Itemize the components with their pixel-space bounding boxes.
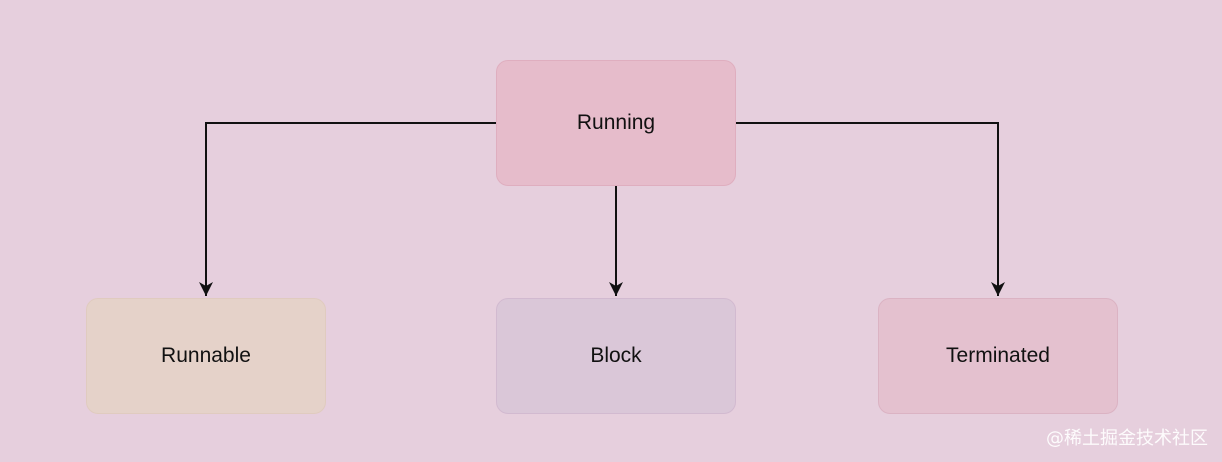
edge-running-to-terminated (736, 122, 999, 296)
watermark: @稀土掘金技术社区 (1046, 428, 1208, 449)
arrowhead-terminated-icon (991, 282, 1005, 296)
node-running-label: Running (576, 111, 656, 134)
node-runnable[interactable]: Runnable (86, 298, 326, 414)
node-terminated-label: Terminated (946, 344, 1050, 367)
node-running[interactable]: Running (496, 60, 736, 186)
node-terminated[interactable]: Terminated (878, 298, 1118, 414)
arrowhead-runnable-icon (199, 282, 213, 296)
node-runnable-label: Runnable (161, 344, 251, 367)
edge-running-to-runnable (205, 122, 496, 296)
node-block[interactable]: Block (496, 298, 736, 414)
node-block-label: Block (590, 344, 642, 367)
arrowhead-block-icon (609, 282, 623, 296)
